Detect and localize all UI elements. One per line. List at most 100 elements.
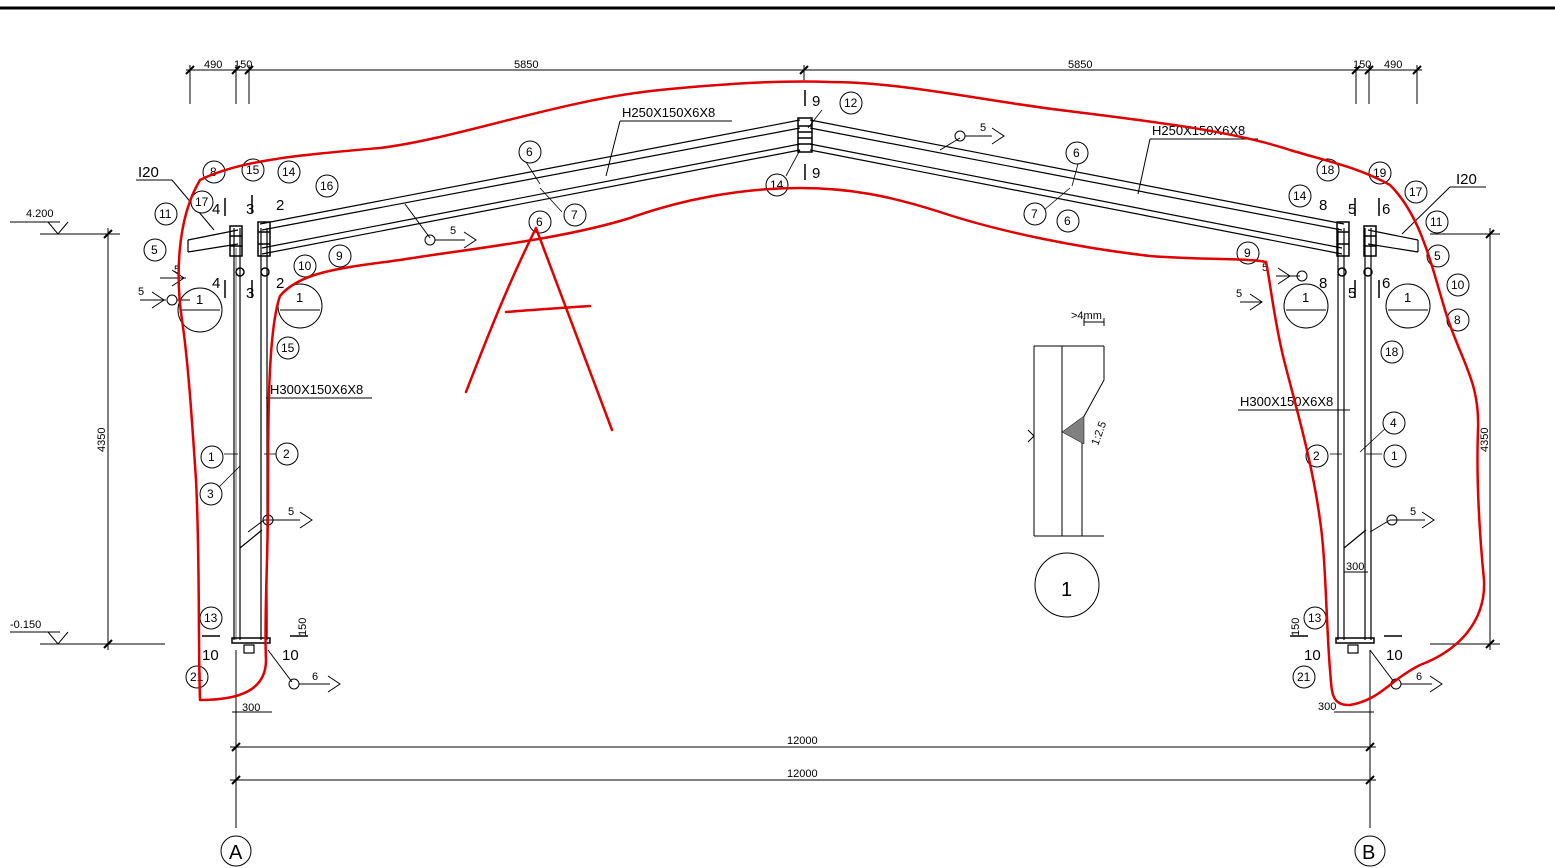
dim-top-5850-right: 5850	[1068, 59, 1092, 71]
callout-17-left: 17	[195, 195, 209, 209]
callout-6-rafter-left-bottom: 6	[536, 215, 543, 229]
callout-4-right: 4	[1390, 416, 1397, 430]
callout-6-rafter-right-top: 6	[1073, 146, 1080, 160]
section-cut-lines	[202, 90, 1402, 637]
label-column-left: H300X150X6X8	[270, 382, 363, 397]
dim-height-left: 4350	[96, 428, 108, 452]
dim-plate-right: 150	[1290, 618, 1302, 636]
dim-span-1: 12000	[787, 735, 818, 747]
callout-5-right: 5	[1434, 249, 1441, 263]
elevation-eave: 4.200	[26, 208, 54, 220]
section-apex-bottom: 9	[812, 165, 820, 182]
frame-structure	[187, 119, 1419, 654]
dim-col-right: 300	[1346, 561, 1364, 573]
callout-1-left: 1	[208, 450, 215, 464]
section-right-c-bottom: 6	[1382, 275, 1390, 292]
callout-16: 16	[320, 179, 334, 193]
callout-21-right: 21	[1297, 670, 1311, 684]
red-markup	[177, 80, 1486, 707]
weld-symbols	[140, 127, 1443, 693]
label-purlin-right: I20	[1456, 171, 1477, 188]
label-rafter-left: H250X150X6X8	[622, 105, 715, 120]
red-letter-a-left	[464, 226, 538, 394]
callout-12-apex: 12	[844, 96, 858, 110]
apex-plate	[797, 117, 813, 153]
dim-base-left: 300	[242, 702, 260, 714]
bottom-dimension-lines	[230, 571, 1376, 828]
dim-top-5850-left: 5850	[514, 59, 538, 71]
section-apex-top: 9	[812, 93, 820, 110]
callout-15-top: 15	[246, 163, 260, 177]
dim-base-right: 300	[1318, 701, 1336, 713]
callout-numbers: 11 5 8 17 15 14 16 10 9 15 1 2 3 13 21 6…	[151, 96, 1465, 684]
section-right-a-top: 8	[1319, 197, 1327, 214]
weld-size-eave-right-b: 5	[1262, 262, 1268, 274]
weld-size-rafter-right: 5	[980, 122, 986, 134]
section-right-c-top: 6	[1382, 201, 1390, 218]
callout-9-right: 9	[1244, 246, 1251, 260]
grid-axis-bubbles	[220, 835, 1386, 867]
section-right-b-top: 5	[1348, 201, 1356, 218]
callout-8-right: 8	[1454, 313, 1461, 327]
dim-plate-left: 150	[297, 618, 309, 636]
section-left-c-top: 2	[276, 197, 284, 214]
callout-5-left: 5	[151, 243, 158, 257]
weld-size-base-right: 6	[1416, 671, 1422, 683]
callout-13-left: 13	[204, 611, 218, 625]
callout-17-right: 17	[1409, 185, 1423, 199]
dim-top-490-left: 490	[204, 59, 222, 71]
callout-18-bottom: 18	[1385, 345, 1399, 359]
callout-9-left: 9	[336, 249, 343, 263]
dim-span-2: 12000	[787, 768, 818, 780]
section-right-a-bottom: 8	[1319, 275, 1327, 292]
weld-size-column-left: 5	[288, 506, 294, 518]
section-base-left-a: 10	[202, 647, 219, 664]
weld-size-column-right: 5	[1410, 506, 1416, 518]
weld-detail-fill	[1061, 415, 1085, 445]
callout-14-left: 14	[282, 165, 296, 179]
section-base-right-b: 10	[1386, 647, 1403, 664]
detail-ref-1-d: 1	[1404, 290, 1411, 305]
label-column-right: H300X150X6X8	[1240, 394, 1333, 409]
callout-18-top: 18	[1321, 163, 1335, 177]
grid-axis-a: A	[229, 842, 243, 864]
weld-size-eave-right-a: 5	[1236, 288, 1242, 300]
callout-6-rafter-left-top: 6	[526, 145, 533, 159]
callout-1-right: 1	[1391, 449, 1398, 463]
detail-ref-circles	[177, 283, 1431, 333]
dim-top-490-right: 490	[1384, 59, 1402, 71]
callout-13-right: 13	[1308, 611, 1322, 625]
red-letter-a-right	[534, 226, 614, 432]
detail-ref-1-b: 1	[296, 290, 303, 305]
grid-axis-b: B	[1362, 842, 1375, 864]
callout-leaders	[217, 109, 1389, 489]
section-left-c-bottom: 2	[276, 275, 284, 292]
callout-2-right: 2	[1313, 449, 1320, 463]
weld-size-rafter-left: 5	[450, 225, 456, 237]
callout-6-rafter-right-bottom: 6	[1064, 214, 1071, 228]
callout-15-bottom: 15	[281, 341, 295, 355]
dim-top-150-right: 150	[1353, 59, 1371, 71]
label-purlin-left: I20	[138, 164, 159, 181]
weld-detail-taper: >4mm	[1071, 310, 1102, 322]
elevation-marks	[10, 221, 1500, 650]
detail-ref-1-a: 1	[196, 292, 203, 307]
callout-2-left: 2	[283, 447, 290, 461]
callout-11-right: 11	[1430, 215, 1443, 229]
red-letter-a-bar	[504, 304, 592, 314]
callout-7-rafter-right: 7	[1031, 207, 1038, 221]
callout-14-right: 14	[1293, 189, 1307, 203]
top-dimension-chain	[185, 65, 1422, 104]
section-left-a-bottom: 4	[212, 275, 220, 292]
callout-10-left: 10	[298, 259, 312, 273]
weld-detail	[1027, 318, 1105, 618]
callout-21-left: 21	[190, 670, 204, 684]
weld-size-eave-left-a: 5	[138, 286, 144, 298]
section-base-right-a: 10	[1304, 647, 1321, 664]
callout-19: 19	[1373, 166, 1387, 180]
weld-detail-number: 1	[1061, 579, 1072, 601]
elevation-base: -0.150	[10, 619, 41, 631]
section-left-b-bottom: 3	[246, 285, 254, 302]
weld-size-eave-left-b: 5	[174, 264, 180, 276]
weld-detail-slope: 1:2.5	[1090, 420, 1110, 447]
